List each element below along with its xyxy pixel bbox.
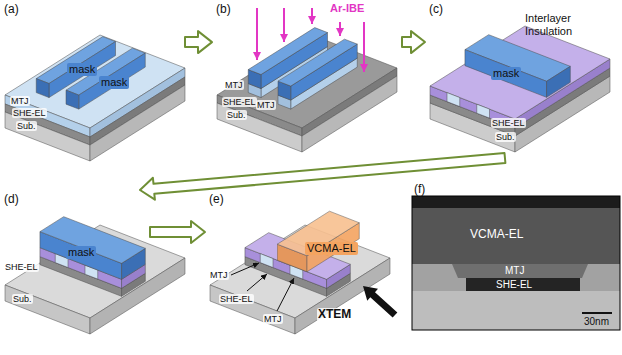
- layer-label: MTJ: [263, 314, 283, 324]
- image-label: SHE-EL: [496, 279, 532, 291]
- mtj-pillar: [260, 254, 273, 268]
- layer-block: mask: [491, 67, 521, 80]
- tem-mtj-region: [452, 264, 588, 278]
- mask-block: [36, 79, 49, 98]
- ion-beam-arrow: [339, 22, 341, 36]
- ion-beam-arrow: [363, 22, 365, 72]
- block-label: mask: [68, 246, 94, 259]
- layer-block: mask: [67, 63, 97, 76]
- mask-block: [79, 53, 146, 109]
- tem-vcma-region: [412, 208, 620, 264]
- ion-beam-arrow: [283, 8, 285, 42]
- substrate: [5, 112, 90, 161]
- block-label: mask: [101, 76, 127, 89]
- layer-label: MTJ: [209, 270, 229, 280]
- layer-block: mask: [66, 246, 96, 259]
- block-label: mask: [493, 67, 519, 80]
- tem-insulation-region: [412, 264, 620, 291]
- she-layer: [90, 77, 185, 145]
- panel-label: (e): [209, 192, 224, 206]
- panel-a-art: [5, 35, 185, 161]
- panel-label: (b): [216, 2, 231, 16]
- panel-label: (a): [4, 2, 19, 16]
- process-panel: (e) VCMA-EL: [205, 190, 400, 355]
- panel-c-art: [430, 26, 610, 152]
- mask-block: [465, 50, 547, 98]
- image-label: VCMA-EL: [470, 228, 523, 242]
- tem-she-region: [466, 278, 580, 291]
- layer-label: SHE-EL: [12, 108, 47, 118]
- vcma-face: [277, 211, 359, 256]
- ion-beam-arrow: [311, 8, 313, 24]
- mask-block: [547, 66, 571, 97]
- panel-b-art: [217, 8, 397, 152]
- view-label: XTEM: [317, 308, 352, 322]
- mtj-pillar: [477, 104, 490, 118]
- process-panel: (c) mask: [425, 0, 622, 158]
- image-label: MTJ: [505, 265, 524, 277]
- substrate: [5, 285, 90, 334]
- layer-block: mask: [99, 76, 129, 89]
- block-label: mask: [69, 63, 95, 76]
- xtem-arrow: [363, 286, 397, 318]
- layer-label: Sub.: [16, 121, 37, 131]
- flow-arrow: [402, 31, 425, 53]
- block-label: VCMA-EL: [307, 242, 356, 255]
- substrate: [217, 103, 302, 152]
- process-panel: (d) mask: [0, 190, 150, 355]
- substrate: [210, 285, 295, 334]
- tem-border: [412, 196, 620, 330]
- mask-block: [40, 217, 145, 264]
- tem-substrate-region: [412, 291, 620, 330]
- mask-block: [278, 39, 357, 86]
- flow-arrow: [185, 31, 212, 53]
- substrate: [90, 85, 185, 161]
- layer-label: SHE-EL: [219, 294, 254, 304]
- leader-line: [277, 278, 294, 311]
- vcma-electrode: [277, 211, 359, 272]
- leader-line: [247, 274, 267, 291]
- insulation-layer: [430, 26, 610, 119]
- layer-label: SHE-EL: [491, 118, 526, 128]
- panel-label: (d): [4, 192, 19, 206]
- process-panel: (a) mask mask: [0, 0, 185, 165]
- layer-label: SHE-EL: [222, 97, 257, 107]
- leader-line: [231, 263, 259, 275]
- layer-label: MTJ: [224, 80, 244, 90]
- flow-arrow: [140, 153, 505, 200]
- process-label: Ar-IBE: [330, 2, 364, 15]
- tem-image: [412, 196, 620, 330]
- layer-label: Sub.: [12, 294, 33, 304]
- scale-label: 30nm: [584, 316, 609, 328]
- tem-background: [412, 196, 620, 330]
- layer-label: MTJ: [256, 100, 276, 110]
- panel-label: (f): [414, 182, 425, 196]
- layer-label: Interlayer Insulation: [525, 12, 591, 37]
- panel-label: (c): [429, 2, 443, 16]
- layer-label: Sub.: [495, 132, 516, 142]
- panel-e-art: [210, 211, 397, 334]
- mask-block: [66, 90, 79, 109]
- scale-bar: [582, 312, 612, 314]
- layer-label: MTJ: [10, 96, 30, 106]
- layer-label: Sub.: [226, 110, 247, 120]
- ion-beam: [257, 8, 364, 72]
- layer-label: SHE-EL: [4, 262, 39, 272]
- flow-arrow: [150, 221, 205, 243]
- layer-block: VCMA-EL: [305, 242, 358, 255]
- ion-beam-arrow: [256, 8, 258, 60]
- mtj-pillar: [447, 93, 460, 107]
